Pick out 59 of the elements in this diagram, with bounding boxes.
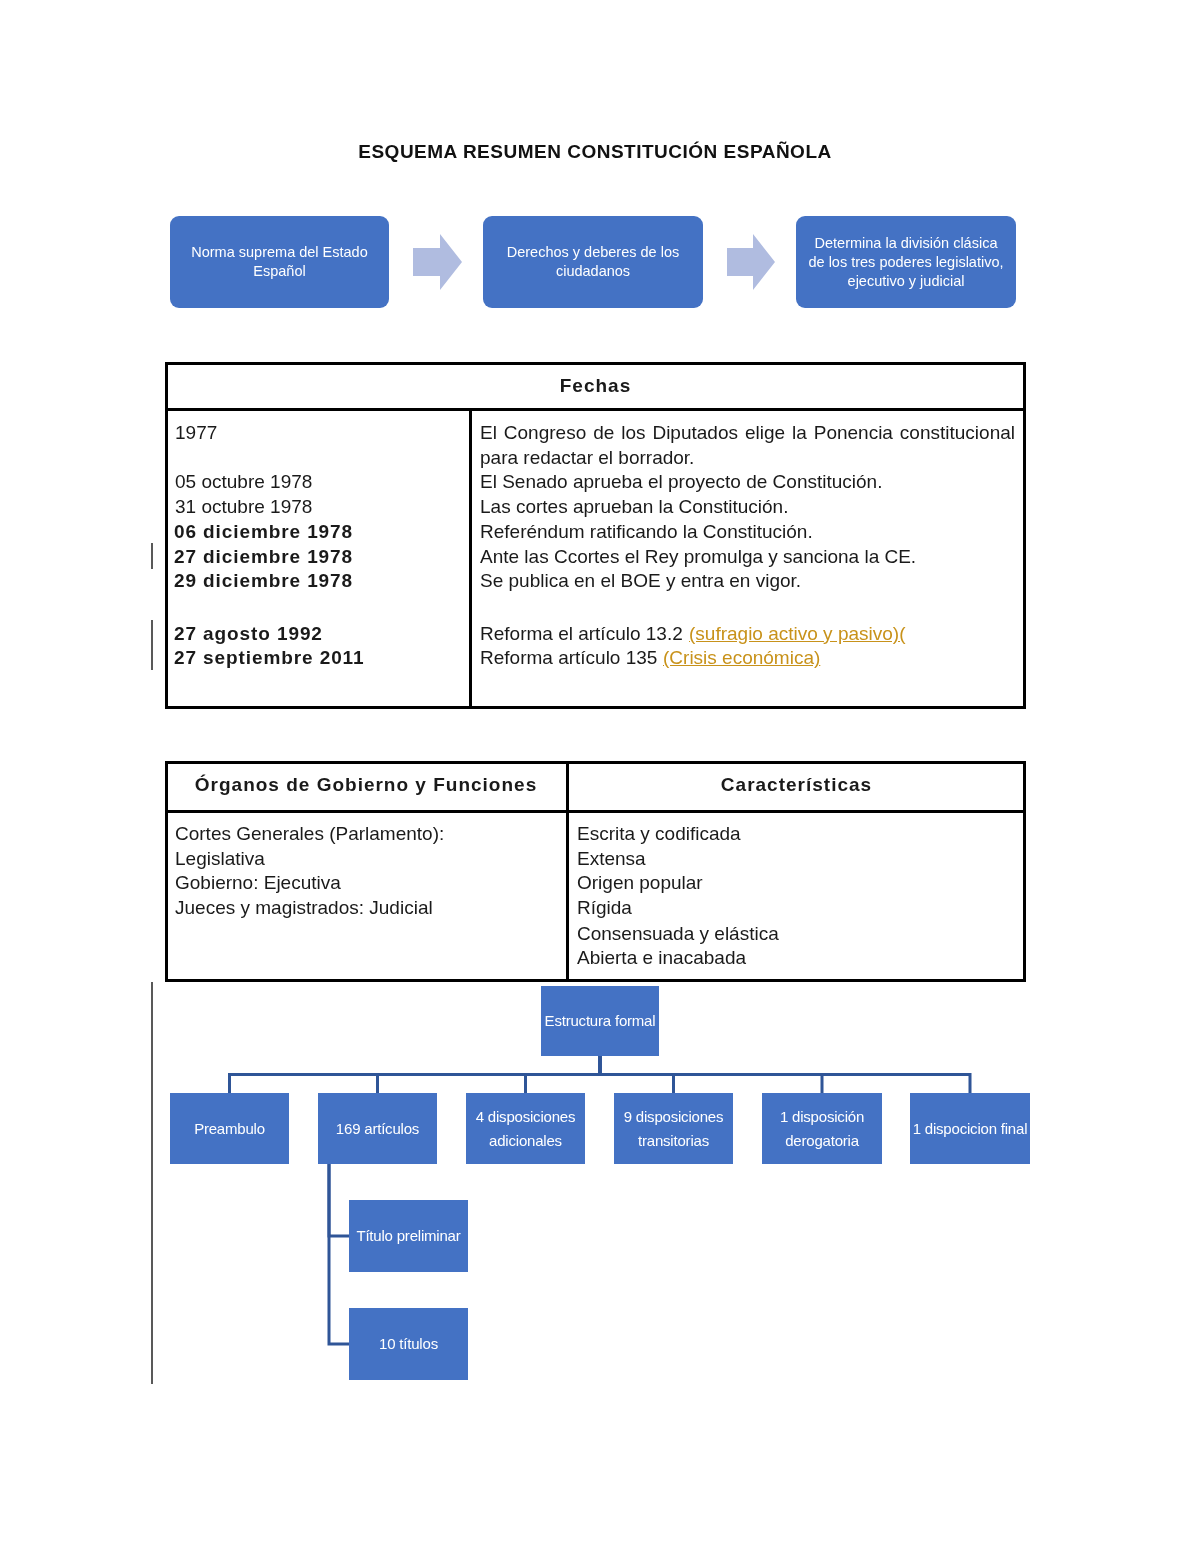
- event-text: Ante las Ccortes el Rey promulga y sanciona la CE.: [480, 545, 917, 569]
- node-text: Determina la división clásica de los tres poderes legislativo, ejecutivo y judicial: [808, 233, 1004, 291]
- hierarchy-box: [910, 1093, 1030, 1164]
- title: ESQUEMA RESUMEN CONSTITUCIÓN ESPAÑOLA: [358, 140, 832, 164]
- connector-line: [598, 1056, 972, 1093]
- hierarchy-box: [349, 1308, 468, 1380]
- feature-text: Rígida: [577, 896, 632, 920]
- block-arrow: [727, 234, 775, 290]
- node-text: Derechos y deberes de los ciudadanos: [505, 243, 681, 281]
- event-text: El Congreso de los Diputados elige la Ponencia constitucional para redactar el borrador.: [480, 421, 1015, 470]
- hierarchy-box: [318, 1093, 437, 1164]
- node-text: 1 dispocicion final: [912, 1118, 1028, 1139]
- node-text: Estructura formal: [544, 1011, 656, 1031]
- inserted-text: (Crisis económica): [663, 646, 821, 670]
- date-text: 06 diciembre 1978: [174, 520, 354, 544]
- event-text: Se publica en el BOE y entra en vigor.: [480, 569, 802, 593]
- block-arrow: [413, 234, 462, 290]
- hierarchy-box: [170, 1093, 289, 1164]
- node-text: Título preliminar: [356, 1226, 461, 1246]
- event-text: Reforma artículo 135: [480, 646, 658, 670]
- feature-text: Origen popular: [577, 871, 703, 895]
- node-text: 4 disposiciones adicionales: [474, 1106, 577, 1151]
- date-text: 29 diciembre 1978: [174, 569, 354, 593]
- date-text: 05 octubre 1978: [175, 470, 313, 494]
- process-box: [796, 216, 1016, 308]
- feature-text: Escrita y codificada: [577, 822, 741, 846]
- organ-text: Gobierno: Ejecutiva: [175, 871, 341, 895]
- node-text: Preambulo: [194, 1118, 265, 1139]
- table-heading: Órganos de Gobierno y Funciones: [194, 773, 538, 797]
- connector-line: [327, 1164, 349, 1346]
- node-text: Norma suprema del Estado Español: [190, 243, 369, 281]
- process-box: [483, 216, 703, 308]
- event-text: Reforma el artículo 13.2: [480, 622, 683, 646]
- node-text: 1 disposición derogatoria: [778, 1106, 866, 1151]
- date-text: 27 agosto 1992: [174, 622, 323, 646]
- inserted-text: (sufragio activo y pasivo)(: [689, 622, 906, 646]
- hierarchy-box: [466, 1093, 585, 1164]
- hierarchy-box: [762, 1093, 882, 1164]
- node-text: 10 títulos: [379, 1334, 438, 1354]
- hierarchy-box: [349, 1200, 468, 1272]
- date-text: 31 octubre 1978: [175, 495, 313, 519]
- date-text: 1977: [175, 421, 218, 445]
- hierarchy-box: [541, 986, 659, 1056]
- feature-text: Consensuada y elástica: [577, 922, 779, 946]
- process-box: [170, 216, 389, 308]
- organ-text: Jueces y magistrados: Judicial: [175, 896, 433, 920]
- event-text: Las cortes aprueban la Constitución.: [480, 495, 789, 519]
- node-text: 9 disposiciones transitorias: [622, 1106, 725, 1151]
- organ-text: Cortes Generales (Parlamento): Legislativa: [175, 822, 446, 871]
- date-text: 27 septiembre 2011: [174, 646, 365, 670]
- node-text: 169 artículos: [335, 1118, 420, 1139]
- feature-text: Abierta e inacabada: [577, 946, 746, 970]
- event-text: El Senado aprueba el proyecto de Constitución.: [480, 470, 883, 494]
- hierarchy-box: [614, 1093, 733, 1164]
- table-heading: Fechas: [559, 374, 632, 398]
- date-text: 27 diciembre 1978: [174, 545, 354, 569]
- table-heading: Características: [720, 773, 873, 797]
- feature-text: Extensa: [577, 847, 646, 871]
- event-text: Referéndum ratificando la Constitución.: [480, 520, 813, 544]
